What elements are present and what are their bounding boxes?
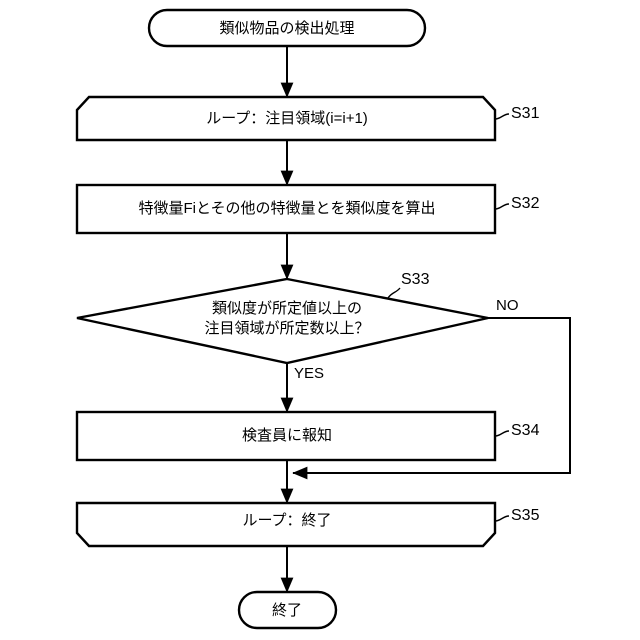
start-terminator-shape — [147, 8, 427, 48]
decision-label-line2: 注目領域が所定数以上？ — [204, 320, 369, 337]
step-label-s31: S31 — [511, 105, 540, 122]
node-loop-start[interactable]: ループ：注目領域(i=i+1) S31 — [75, 95, 540, 142]
node-end[interactable]: 終了 — [237, 590, 338, 630]
step-leader-s32 — [494, 203, 510, 210]
step-leader-s33 — [387, 287, 401, 299]
node-calc-similarity[interactable]: 特徴量Fiとその他の特徴量とを類似度を算出 S32 — [75, 183, 540, 235]
loop-end-shape — [75, 501, 497, 548]
step-label-s32: S32 — [511, 195, 540, 212]
loop-start-shape — [75, 95, 497, 142]
node-notify[interactable]: 検査員に報知 S34 — [75, 410, 540, 462]
calc-similarity-label: 特徴量Fiとその他の特徴量とを類似度を算出 — [138, 199, 435, 217]
end-label: 終了 — [272, 602, 302, 619]
step-leader-s35 — [494, 515, 510, 522]
branch-label-no: NO — [496, 297, 519, 314]
step-label-s34: S34 — [511, 422, 540, 439]
calc-similarity-shape — [75, 183, 497, 235]
decision-shape — [76, 277, 489, 365]
start-label: 類似物品の検出処理 — [219, 20, 354, 37]
notify-label: 検査員に報知 — [242, 427, 332, 444]
step-label-s35: S35 — [511, 507, 540, 524]
loop-start-label: ループ：注目領域(i=i+1) — [206, 110, 368, 127]
step-leader-s34 — [494, 430, 510, 437]
branch-label-yes: YES — [294, 365, 324, 382]
end-terminator-shape — [237, 590, 338, 630]
notify-shape — [75, 410, 497, 462]
node-decision[interactable]: 類似度が所定値以上の 注目領域が所定数以上？ S33 YES NO — [76, 271, 519, 382]
node-start[interactable]: 類似物品の検出処理 — [147, 8, 427, 48]
decision-label-line1: 類似度が所定値以上の — [212, 300, 362, 317]
loop-end-label: ループ：終了 — [242, 512, 331, 529]
step-label-s33: S33 — [401, 271, 430, 288]
step-leader-s31 — [494, 113, 510, 120]
connector-decision-no-bypass — [292, 317, 571, 480]
node-loop-end[interactable]: ループ：終了 S35 — [75, 501, 540, 548]
